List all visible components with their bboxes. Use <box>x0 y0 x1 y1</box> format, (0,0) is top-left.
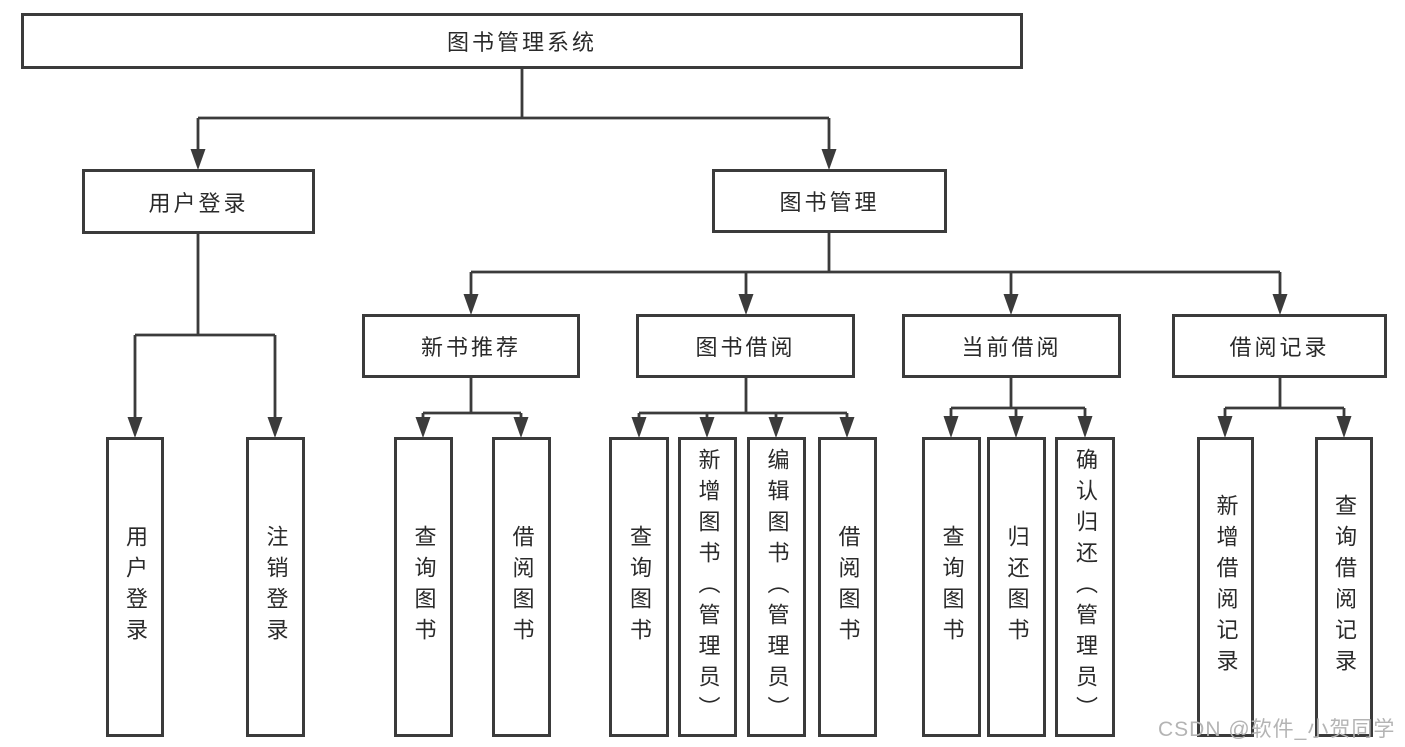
arrowhead-down-icon <box>1336 416 1352 438</box>
arrowhead-down-icon <box>839 417 855 438</box>
arrowhead-down-icon <box>1217 416 1233 438</box>
node-library-management-system: 图书管理系统 <box>21 13 1023 69</box>
arrowhead-down-icon <box>267 417 283 438</box>
connector-line <box>951 378 1085 410</box>
arrowhead-down-icon <box>631 417 647 438</box>
arrowhead-down-icon <box>513 417 529 438</box>
node-label: 图书管理系统 <box>446 30 597 55</box>
leaf-label: 确认归还（管理员） <box>1073 447 1098 727</box>
connector-book-borrowing-children <box>631 378 855 438</box>
node-label: 借阅记录 <box>1229 335 1330 360</box>
leaf-label: 归还图书 <box>1004 525 1030 649</box>
connector-book-management-children <box>463 233 1288 315</box>
arrowhead-down-icon <box>415 417 431 438</box>
connector-user-login-children <box>127 234 283 438</box>
leaf-user-login: 用户登录 <box>106 437 164 737</box>
arrowhead-down-icon <box>1272 294 1288 315</box>
leaf-label: 查询图书 <box>939 525 965 649</box>
arrowhead-down-icon <box>463 294 479 315</box>
connector-current-borrowing-children <box>943 378 1093 438</box>
arrowhead-down-icon <box>699 417 715 438</box>
leaf-confirm-return-admin: 确认归还（管理员） <box>1055 437 1115 737</box>
csdn-watermark: CSDN @软件_小贺同学 <box>1158 718 1396 741</box>
connector-line <box>423 378 521 415</box>
node-label: 当前借阅 <box>961 335 1062 360</box>
leaf-query-books-borrowing: 查询图书 <box>609 437 669 737</box>
node-current-borrowing: 当前借阅 <box>902 314 1121 378</box>
arrowhead-down-icon <box>1077 416 1093 438</box>
arrowhead-down-icon <box>190 149 206 170</box>
arrowhead-down-icon <box>821 149 837 170</box>
arrowhead-down-icon <box>738 294 754 315</box>
leaf-label: 查询借阅记录 <box>1332 494 1357 680</box>
node-book-management: 图书管理 <box>712 169 947 233</box>
leaf-label: 新增图书（管理员） <box>695 447 721 727</box>
leaf-label: 编辑图书（管理员） <box>764 447 790 727</box>
leaf-logout-login: 注销登录 <box>246 437 305 737</box>
node-label: 图书管理 <box>779 190 880 215</box>
connector-root-to-level2 <box>190 69 837 170</box>
connector-borrow-records-children <box>1217 378 1352 438</box>
node-label: 新书推荐 <box>420 335 521 360</box>
connector-line <box>639 378 847 415</box>
leaf-label: 查询图书 <box>411 525 437 649</box>
leaf-label: 查询图书 <box>627 525 652 649</box>
connector-line <box>471 233 1280 274</box>
arrowhead-down-icon <box>943 416 959 438</box>
node-borrow-records: 借阅记录 <box>1172 314 1387 378</box>
leaf-label: 用户登录 <box>123 525 148 649</box>
leaf-add-books-admin: 新增图书（管理员） <box>678 437 737 737</box>
leaf-label: 新增借阅记录 <box>1213 494 1239 680</box>
connector-line <box>135 234 275 337</box>
connector-line <box>1225 378 1344 410</box>
leaf-label: 借阅图书 <box>835 525 861 649</box>
node-user-login: 用户登录 <box>82 169 315 234</box>
arrowhead-down-icon <box>1008 416 1024 438</box>
node-new-book-recommend: 新书推荐 <box>362 314 580 378</box>
node-label: 用户登录 <box>148 190 249 216</box>
leaf-label: 注销登录 <box>263 525 289 649</box>
leaf-borrow-books-recommend: 借阅图书 <box>492 437 551 737</box>
connector-new-book-recommend-children <box>415 378 529 438</box>
leaf-borrow-books-borrowing: 借阅图书 <box>818 437 877 737</box>
leaf-query-borrow-record: 查询借阅记录 <box>1315 437 1373 737</box>
leaf-return-books: 归还图书 <box>987 437 1046 737</box>
leaf-add-borrow-record: 新增借阅记录 <box>1197 437 1254 737</box>
leaf-query-books-current: 查询图书 <box>922 437 981 737</box>
leaf-edit-books-admin: 编辑图书（管理员） <box>747 437 806 737</box>
connector-line <box>198 69 829 120</box>
node-label: 图书借阅 <box>695 335 796 360</box>
node-book-borrowing: 图书借阅 <box>636 314 855 378</box>
leaf-query-books-recommend: 查询图书 <box>394 437 453 737</box>
arrowhead-down-icon <box>1003 294 1019 315</box>
leaf-label: 借阅图书 <box>509 525 535 649</box>
arrowhead-down-icon <box>127 417 143 438</box>
arrowhead-down-icon <box>768 417 784 438</box>
